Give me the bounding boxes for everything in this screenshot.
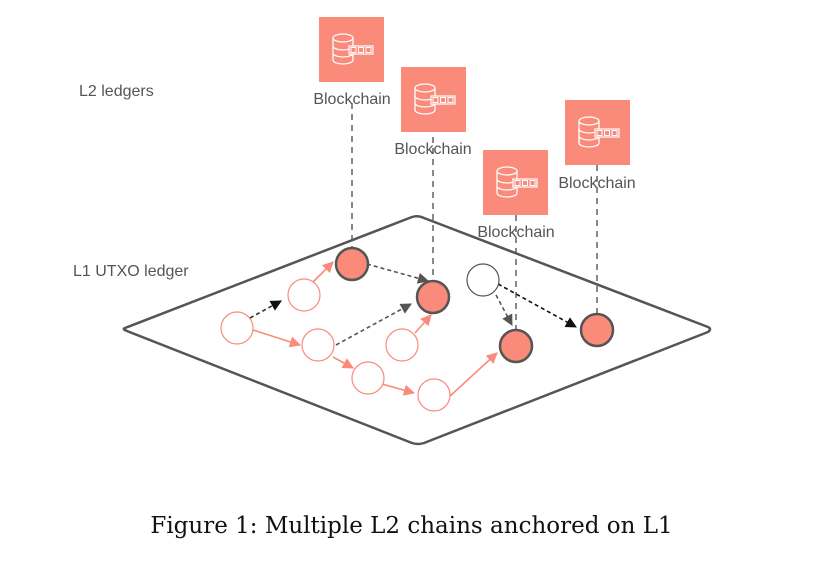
blockchain-label: Blockchain [477, 224, 554, 241]
anchor-node [334, 246, 370, 282]
edge [249, 300, 282, 319]
utxo-node-neutral [466, 263, 500, 297]
edge [495, 294, 513, 326]
blockchain-1: Blockchain [313, 17, 391, 108]
blockchain-label: Blockchain [394, 141, 471, 158]
anchor-node [498, 328, 534, 364]
blockchain-2: Blockchain [394, 67, 472, 158]
l1-plane [122, 214, 712, 446]
edge [335, 303, 412, 346]
l1-utxo-ledger-label: L1 UTXO ledger [73, 263, 189, 280]
edge [366, 263, 430, 284]
edge [381, 383, 416, 396]
edge [497, 283, 577, 328]
blockchain-label: Blockchain [558, 175, 635, 192]
utxo-node [301, 328, 335, 362]
utxo-node [385, 328, 419, 362]
figure-caption: Figure 1: Multiple L2 chains anchored on… [150, 513, 673, 539]
edge [332, 356, 354, 369]
blockchain-4: Blockchain [558, 100, 636, 192]
edge [311, 261, 334, 284]
anchor-node [579, 312, 615, 348]
utxo-node [417, 378, 451, 412]
edge [252, 329, 302, 348]
edge [414, 314, 432, 334]
anchor-node [415, 279, 451, 315]
edge [449, 352, 498, 397]
blockchain-label: Blockchain [313, 91, 390, 108]
l2-ledgers-label: L2 ledgers [79, 83, 154, 100]
utxo-node [287, 278, 321, 312]
utxo-node [220, 311, 254, 345]
blockchain-3: Blockchain [477, 150, 555, 241]
utxo-node [351, 361, 385, 395]
